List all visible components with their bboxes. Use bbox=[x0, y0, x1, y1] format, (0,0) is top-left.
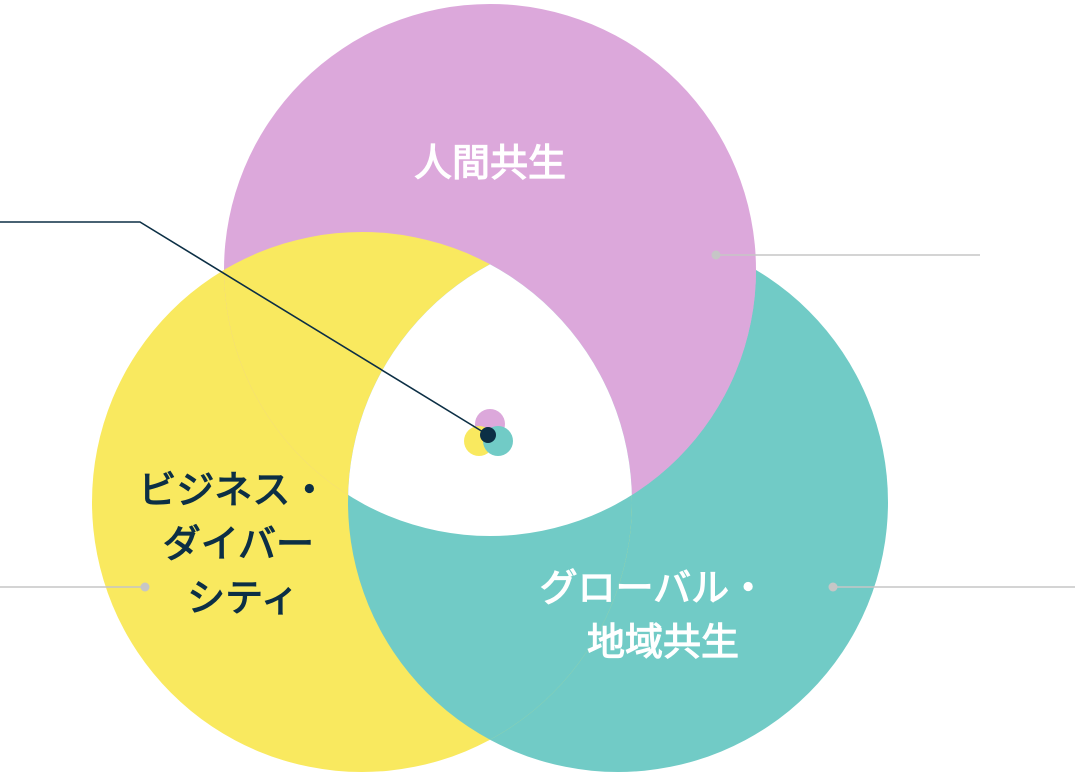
leader-dot-center bbox=[480, 427, 496, 443]
leader-dot-global bbox=[828, 582, 838, 592]
leader-dot-business bbox=[140, 582, 150, 592]
label-human-line-0: 人間共生 bbox=[414, 141, 566, 185]
label-business: ビジネス・ ダイバー シティ bbox=[138, 468, 341, 620]
label-human: 人間共生 bbox=[414, 141, 566, 185]
leader-line-center bbox=[0, 221, 489, 436]
label-business-line-1: ダイバー bbox=[163, 522, 314, 566]
label-global: グローバル・ 地域共生 bbox=[540, 566, 781, 664]
leader-dot-human bbox=[711, 250, 721, 260]
label-business-line-0: ビジネス・ bbox=[138, 468, 328, 512]
label-business-line-2: シティ bbox=[187, 576, 299, 620]
label-global-line-1: 地域共生 bbox=[587, 620, 739, 664]
label-global-line-0: グローバル・ bbox=[540, 566, 768, 610]
